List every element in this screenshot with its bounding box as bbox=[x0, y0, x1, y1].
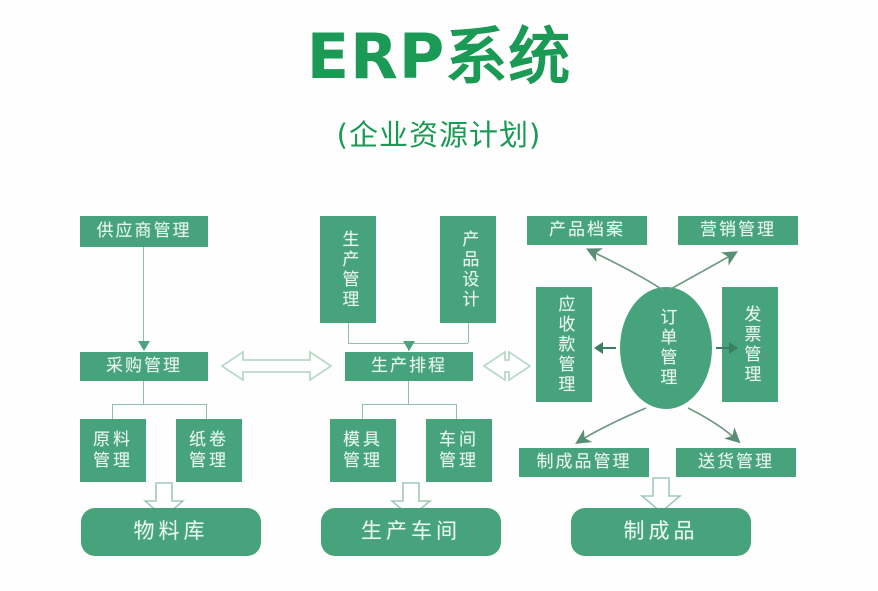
connector-purchase-to-roll bbox=[206, 404, 207, 422]
node-finished-goods-management[interactable]: 制成品管理 bbox=[519, 448, 649, 477]
node-paper-roll-management[interactable]: 纸卷 管理 bbox=[176, 419, 242, 482]
connector-order-to-invoice-line bbox=[716, 347, 730, 349]
connector-purchase-stem bbox=[143, 381, 144, 404]
arrowhead-merge-to-schedule bbox=[403, 341, 415, 351]
page-subtitle: (企业资源计划) bbox=[336, 118, 542, 152]
block-arrow-to-finished-goods bbox=[639, 477, 683, 514]
node-order-management[interactable]: 订单管理 bbox=[620, 287, 712, 409]
node-product-archive[interactable]: 产品档案 bbox=[527, 216, 647, 245]
double-arrow-schedule-sales bbox=[482, 350, 532, 382]
connector-schedule-branch-bar bbox=[362, 404, 456, 405]
arc-order-to-finished-goods-management bbox=[575, 407, 647, 444]
node-purchase-management[interactable]: 采购管理 bbox=[80, 352, 208, 381]
node-production-schedule[interactable]: 生产排程 bbox=[345, 352, 473, 381]
connector-purchase-branch-bar bbox=[112, 404, 206, 405]
node-material-warehouse[interactable]: 物料库 bbox=[81, 508, 261, 556]
connector-supplier-to-purchase bbox=[143, 247, 144, 343]
connector-order-to-receivable-line bbox=[600, 347, 616, 349]
arc-order-to-delivery-management bbox=[687, 407, 741, 444]
node-raw-material-management[interactable]: 原料 管理 bbox=[80, 419, 146, 482]
node-workshop-management[interactable]: 车间 管理 bbox=[426, 419, 492, 482]
node-supplier-management[interactable]: 供应商管理 bbox=[80, 216, 208, 247]
connector-schedule-to-mold bbox=[362, 404, 363, 422]
node-production-management[interactable]: 生产管理 bbox=[320, 216, 376, 323]
connector-purchase-to-raw bbox=[112, 404, 113, 422]
arrowhead-supplier-to-purchase bbox=[138, 341, 150, 351]
arrowhead-order-to-receivable bbox=[594, 342, 603, 354]
node-product-design[interactable]: 产品设计 bbox=[440, 216, 496, 323]
node-mold-management[interactable]: 模具 管理 bbox=[330, 419, 396, 482]
connector-production-mgmt-down bbox=[348, 323, 349, 343]
double-arrow-purchase-schedule bbox=[220, 350, 333, 382]
page-title: ERP系统 bbox=[306, 20, 572, 93]
connector-schedule-stem bbox=[408, 381, 409, 404]
connector-product-design-down bbox=[468, 323, 469, 343]
arc-order-to-marketing bbox=[668, 251, 738, 291]
connector-schedule-to-workshop bbox=[456, 404, 457, 422]
arrowhead-order-to-invoice bbox=[729, 342, 738, 354]
arc-order-to-product-archive bbox=[585, 248, 664, 291]
node-production-workshop[interactable]: 生产车间 bbox=[321, 508, 501, 556]
node-marketing-management[interactable]: 营销管理 bbox=[678, 216, 798, 245]
node-delivery-management[interactable]: 送货管理 bbox=[676, 448, 796, 477]
node-finished-goods[interactable]: 制成品 bbox=[571, 508, 751, 556]
node-receivable-management[interactable]: 应收款管理 bbox=[536, 287, 592, 402]
